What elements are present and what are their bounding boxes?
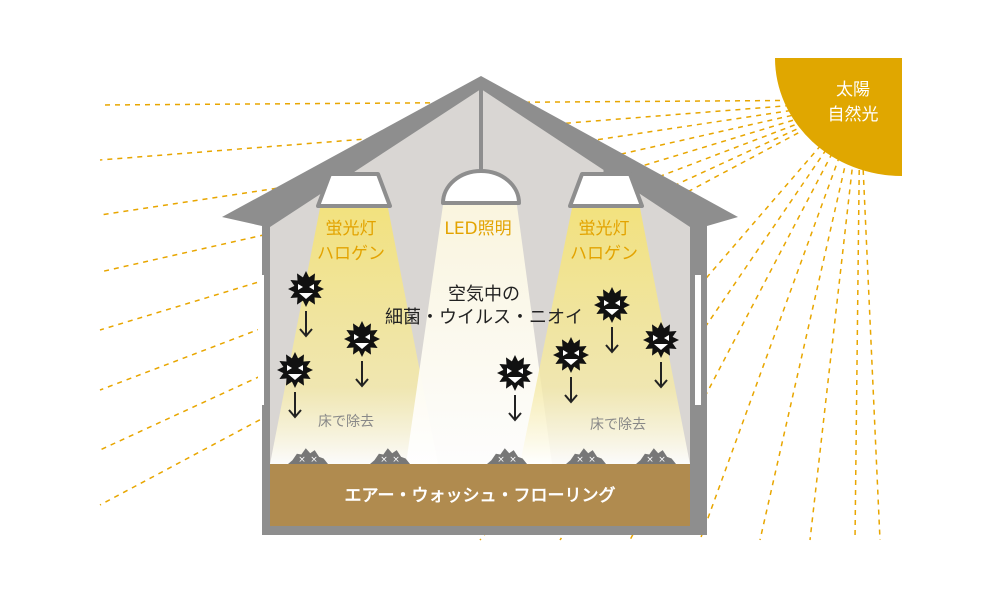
sun-ray: [759, 99, 861, 541]
floor-removal-left: 床で除去: [318, 414, 374, 430]
svg-text:×: ×: [588, 455, 596, 465]
airborne-line1: 空気中の: [448, 284, 520, 305]
floor-slab: [270, 464, 690, 526]
lamp-right: [568, 172, 644, 208]
sun-label-line2: 自然光: [828, 105, 879, 125]
sun-label-line1: 太陽: [836, 80, 870, 100]
airborne-line2: 細菌・ウイルス・ニオイ: [385, 307, 583, 328]
germ-icon: [288, 271, 324, 307]
airborne-germs: [277, 271, 679, 422]
light-center-line1: LED照明: [444, 219, 511, 239]
svg-text:×: ×: [576, 455, 584, 465]
captured-germ-icon: ××: [370, 448, 410, 465]
svg-text:×: ×: [509, 455, 517, 465]
beam-right: [520, 208, 690, 464]
floor-removal-right: 床で除去: [590, 417, 646, 433]
svg-text:×: ×: [298, 455, 306, 465]
down-arrow-head: [299, 328, 313, 338]
germ-icon: [553, 337, 589, 373]
sun: 太陽 自然光: [775, 58, 902, 176]
svg-text:×: ×: [497, 455, 505, 465]
germ-icon: [344, 321, 380, 357]
right-window: [695, 275, 701, 405]
airborne-text: 空気中の 細菌・ウイルス・ニオイ: [385, 284, 583, 328]
svg-text:×: ×: [392, 455, 400, 465]
captured-germ-icon: ××: [288, 448, 328, 465]
down-arrow-head: [508, 412, 522, 422]
sun-ray: [809, 99, 861, 541]
light-left-line1: 蛍光灯: [326, 219, 377, 239]
sun-ray: [854, 99, 861, 541]
floor-label: エアー・ウォッシュ・フローリング: [345, 485, 616, 506]
left-window: [258, 275, 264, 405]
light-right-line1: 蛍光灯: [579, 219, 630, 239]
lamps: [316, 150, 644, 208]
captured-germ-icon: ××: [636, 448, 676, 465]
sun-ray: [99, 99, 861, 331]
germ-icon: [643, 322, 679, 358]
sun-ray: [859, 99, 881, 541]
germ-icon: [497, 355, 533, 391]
down-arrow-head: [288, 409, 302, 419]
light-left-line2: ハロゲン: [317, 244, 385, 264]
light-labels: 蛍光灯 ハロゲン LED照明 蛍光灯 ハロゲン: [317, 219, 638, 264]
down-arrow-head: [355, 378, 369, 388]
svg-text:×: ×: [658, 455, 666, 465]
lamp-center: [441, 169, 521, 205]
down-arrow-head: [605, 344, 619, 354]
down-arrow-head: [564, 394, 578, 404]
sun-shape: [775, 58, 902, 176]
captured-germs: ××××××××××: [288, 448, 676, 465]
light-right-line2: ハロゲン: [570, 244, 638, 264]
lamp-left: [316, 172, 392, 208]
svg-text:×: ×: [380, 455, 388, 465]
svg-text:×: ×: [310, 455, 318, 465]
svg-text:×: ×: [646, 455, 654, 465]
sun-ray: [699, 99, 861, 541]
floor: エアー・ウォッシュ・フローリング: [270, 464, 690, 526]
germ-icon: [277, 352, 313, 388]
captured-germ-icon: ××: [487, 448, 527, 465]
down-arrow-head: [654, 379, 668, 389]
captured-germ-icon: ××: [566, 448, 606, 465]
germ-icon: [594, 287, 630, 323]
